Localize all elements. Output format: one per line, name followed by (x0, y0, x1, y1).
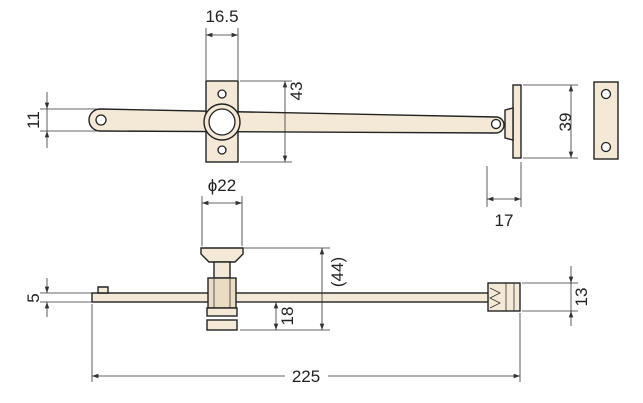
knob-stem (213, 261, 231, 279)
dim-base-height: 18 (278, 307, 297, 326)
plate-hole-top (217, 89, 227, 99)
knob-body (207, 277, 237, 309)
top-view: 16.5 11 43 39 17 (24, 7, 619, 230)
strike-hole-top (600, 88, 612, 100)
dim-knob-height: (44) (328, 257, 347, 287)
dim-end-bracket-depth: 17 (495, 211, 514, 230)
dim-arm-height: 11 (24, 111, 43, 129)
end-clip-teeth (489, 287, 501, 309)
dim-rod-thickness: 5 (24, 293, 43, 302)
dim-end-bracket-height: 39 (556, 113, 575, 132)
knob-base-foot (206, 319, 238, 331)
knob-base-plate (206, 307, 238, 317)
dim-end-clip-height: 13 (572, 288, 591, 307)
end-bracket-body (504, 107, 514, 141)
dim-knob-diameter: ϕ22 (208, 176, 236, 195)
end-bracket-flange (512, 84, 522, 159)
rod-end-tab (97, 286, 109, 294)
stay-rod (91, 292, 501, 303)
arm-end-hole (490, 118, 502, 130)
dim-plate-height: 43 (287, 82, 306, 101)
knob-handle (200, 247, 244, 263)
dim-overall-length: 225 (292, 367, 320, 386)
dim-top-plate-width: 16.5 (205, 7, 238, 26)
side-view: ϕ22 (44) 18 5 13 225 (24, 176, 591, 386)
strike-hole-bottom (600, 141, 612, 153)
center-knob-inner (208, 108, 236, 136)
arm-pivot-hole (95, 114, 107, 126)
stay-arm (88, 108, 505, 134)
plate-hole-bottom (217, 145, 227, 155)
